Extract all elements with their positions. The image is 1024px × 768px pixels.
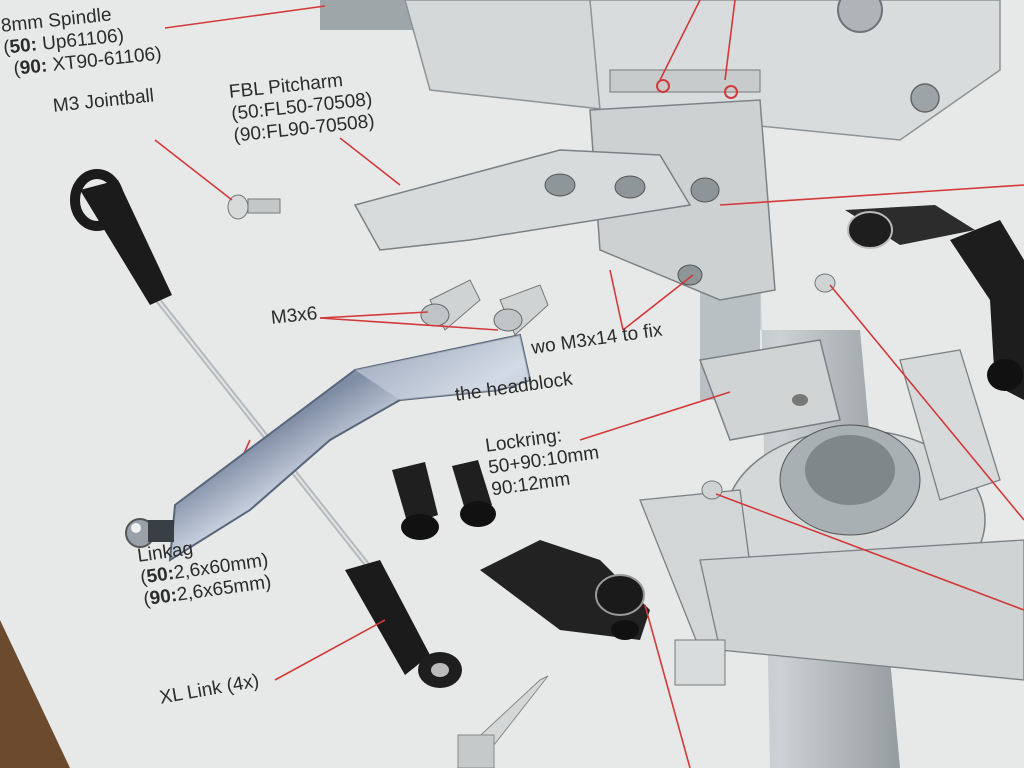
lockring-part xyxy=(698,339,841,441)
m3x6-screws xyxy=(420,279,549,336)
chrome-pitcharm xyxy=(125,333,532,562)
black-screws xyxy=(392,460,496,540)
leader-lines xyxy=(154,0,1024,768)
swashplate-part xyxy=(639,349,1024,686)
black-links-right xyxy=(701,205,1024,500)
black-links-bottom xyxy=(457,540,650,768)
jointball-part xyxy=(227,194,281,220)
pitcharm-part xyxy=(353,149,692,251)
